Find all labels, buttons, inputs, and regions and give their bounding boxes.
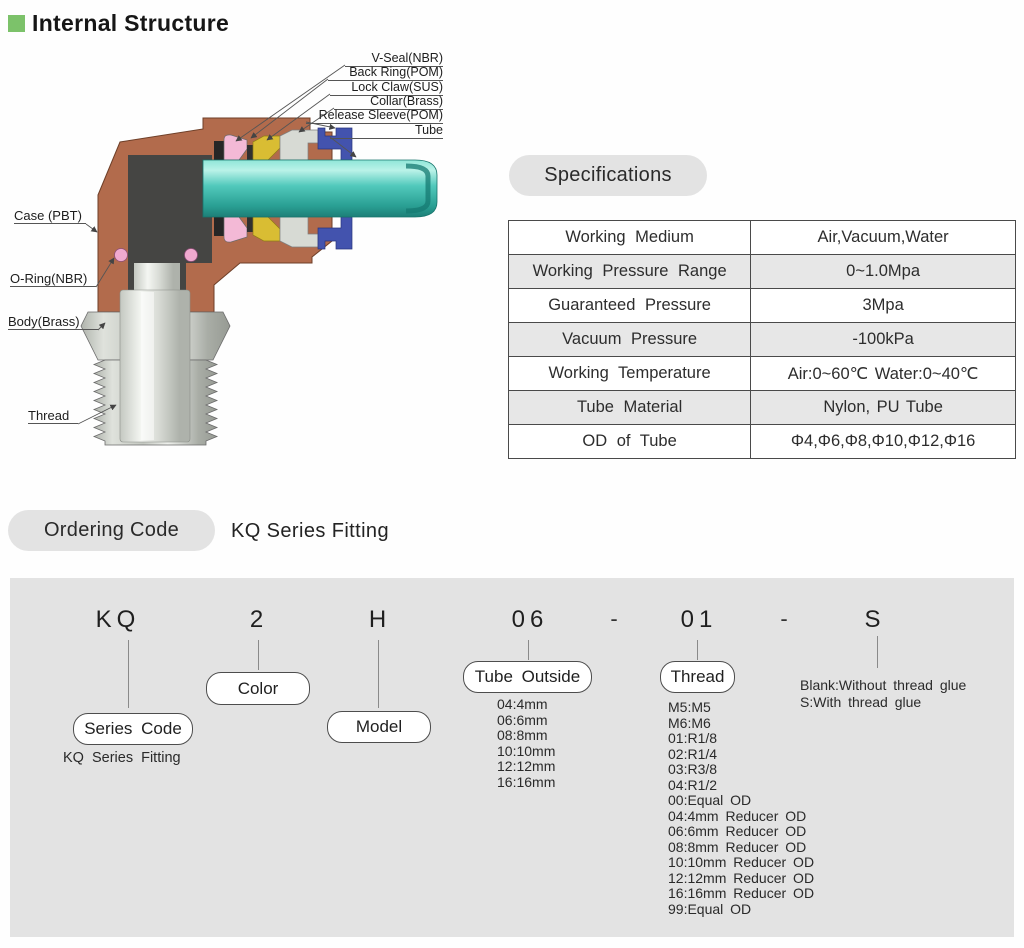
fitting-cutaway-diagram: [77, 64, 438, 446]
label-case: Case (PBT): [14, 209, 86, 224]
section-title: Internal Structure: [32, 10, 230, 36]
code-segment-model: H: [368, 606, 392, 633]
label-collar: Collar(Brass): [334, 95, 443, 110]
spec-row: Working Pressure Range 0~1.0Mpa: [507, 254, 1016, 289]
spec-value: Air,Vacuum,Water: [750, 220, 1016, 255]
thread-option: 04:R1/2: [668, 776, 718, 793]
specifications-table-body: Working Medium Air,Vacuum,Water Working …: [507, 220, 1016, 459]
label-back-ring: Back Ring(POM): [328, 66, 443, 81]
connector-tube: [528, 640, 529, 660]
spec-label: Guaranteed Pressure: [507, 288, 752, 323]
series-code-pill: Series Code: [73, 713, 193, 745]
label-body: Body(Brass): [8, 315, 98, 330]
tube-outside-option: 08:8mm: [497, 727, 548, 743]
thread-option: 01:R1/8: [668, 730, 718, 746]
specifications-pill: Specifications: [509, 155, 707, 196]
connector-thread: [697, 640, 698, 660]
tube-outside-pill: Tube Outside: [463, 661, 592, 693]
glue-note-line: Blank:Without thread glue: [800, 677, 967, 693]
label-lock-claw: Lock Claw(SUS): [330, 81, 443, 96]
code-separator: -: [610, 606, 618, 631]
thread-option: 99:Equal OD: [668, 900, 752, 917]
spec-label: Working Temperature: [507, 356, 752, 391]
code-segment-thread: 01: [680, 606, 718, 633]
thread-option: M5:M5: [668, 699, 711, 715]
connector-series: [128, 640, 129, 708]
tube-outside-option: 06:6mm: [497, 711, 548, 728]
code-segment-tube: 06: [511, 606, 549, 633]
code-separator: -: [780, 606, 788, 631]
tube-outside-option: 04:4mm: [497, 696, 548, 712]
internal-structure-heading: Internal Structure: [8, 10, 229, 37]
o-ring-right: [184, 248, 198, 262]
spec-label: OD of Tube: [507, 424, 752, 459]
spec-value: Air:0~60℃ Water:0~40℃: [750, 356, 1016, 391]
connector-glue: [877, 636, 878, 668]
tube-outside-option: 10:10mm: [497, 742, 556, 759]
spec-row: Tube Material Nylon, PU Tube: [507, 390, 1016, 425]
series-code-caption: KQ Series Fitting: [63, 750, 181, 766]
tube-end-ring: [405, 163, 431, 214]
thread-option: 12:12mm Reducer OD: [668, 869, 815, 886]
label-thread: Thread: [28, 409, 78, 424]
spec-value: -100kPa: [750, 322, 1016, 357]
spec-label: Vacuum Pressure: [507, 322, 752, 357]
release-sleeve-shape: [317, 127, 353, 161]
code-segment-series: KQ: [95, 606, 141, 633]
body-core-shape: [119, 289, 191, 443]
tube-shape: [202, 159, 438, 218]
spec-value: Nylon, PU Tube: [750, 390, 1016, 425]
spec-value: Φ4,Φ6,Φ8,Φ10,Φ12,Φ16: [750, 424, 1016, 459]
thread-pill: Thread: [660, 661, 735, 693]
ordering-code-panel: [10, 578, 1014, 937]
body-core-highlight: [141, 292, 154, 440]
label-tube: Tube: [330, 124, 443, 139]
label-release-sleeve: Release Sleeve(POM): [306, 109, 443, 124]
thread-option: 06:6mm Reducer OD: [668, 823, 807, 839]
connector-model: [378, 640, 379, 708]
code-segment-glue: S: [864, 606, 886, 633]
tube-outside-option: 16:16mm: [497, 773, 556, 790]
green-bullet-icon: [8, 15, 25, 32]
tube-outside-option: 12:12mm: [497, 758, 556, 774]
glue-note-line: S:With thread glue: [800, 693, 922, 710]
color-pill: Color: [206, 672, 310, 705]
spec-row: Vacuum Pressure -100kPa: [507, 322, 1016, 357]
thread-option: 10:10mm Reducer OD: [668, 854, 815, 870]
label-v-seal: V-Seal(NBR): [345, 52, 443, 67]
spec-value: 0~1.0Mpa: [750, 254, 1016, 289]
label-o-ring: O-Ring(NBR): [10, 272, 96, 287]
ordering-code-subtitle: KQ Series Fitting: [231, 520, 389, 542]
thread-option: 02:R1/4: [668, 745, 718, 762]
ordering-code-pill: Ordering Code: [8, 510, 215, 551]
specifications-table: Working Medium Air,Vacuum,Water Working …: [507, 220, 1016, 459]
connector-color: [258, 640, 259, 670]
leader-lines: [77, 64, 357, 425]
spec-label: Tube Material: [507, 390, 752, 425]
spec-row: Working Medium Air,Vacuum,Water: [507, 220, 1016, 255]
spec-row: OD of Tube Φ4,Φ6,Φ8,Φ10,Φ12,Φ16: [507, 424, 1016, 459]
code-segment-color: 2: [249, 606, 269, 633]
thread-option: 16:16mm Reducer OD: [668, 885, 815, 901]
spec-row: Guaranteed Pressure 3Mpa: [507, 288, 1016, 323]
thread-option: 03:R3/8: [668, 761, 718, 777]
spec-value: 3Mpa: [750, 288, 1016, 323]
thread-option: M6:M6: [668, 714, 711, 731]
thread-option: 04:4mm Reducer OD: [668, 807, 807, 824]
thread-option: 08:8mm Reducer OD: [668, 838, 807, 855]
spec-label: Working Pressure Range: [507, 254, 752, 289]
spec-row: Working Temperature Air:0~60℃ Water:0~40…: [507, 356, 1016, 391]
thread-option: 00:Equal OD: [668, 792, 752, 808]
o-ring-left: [114, 248, 128, 262]
model-pill: Model: [327, 711, 431, 743]
spec-label: Working Medium: [507, 220, 752, 255]
